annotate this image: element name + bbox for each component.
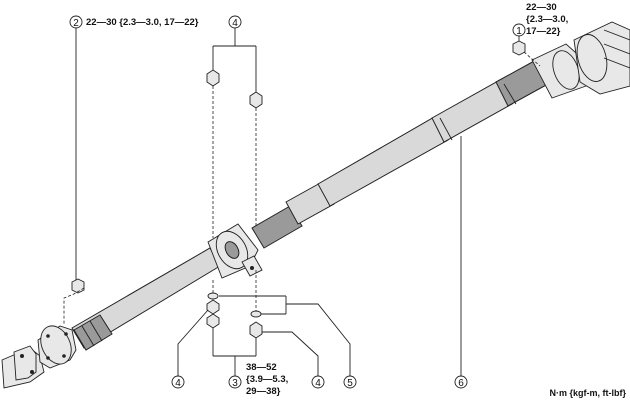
callout-1-torque-line3: 17—22} (526, 26, 561, 37)
callout-2-torque: 22—30 {2.3—3.0, 17—22} (86, 17, 199, 28)
callout-4-top-number: 4 (232, 18, 238, 29)
bearing-bolt-left-icon (206, 69, 220, 87)
callout-3-torque-line2: {3.9—5.3, (246, 374, 288, 385)
rear-nut-icon (71, 278, 85, 294)
bearing-bolt-right-icon (249, 91, 263, 109)
callout-2-number: 2 (73, 18, 79, 29)
nut-right-icon (249, 321, 263, 339)
rear-flange-assembly (1, 325, 77, 389)
callout-1-number: 1 (516, 26, 522, 37)
callout-4-right: 4 (262, 331, 325, 389)
callout-6: 6 (454, 136, 468, 389)
callout-4-left-number: 4 (175, 378, 181, 389)
callout-4-right-number: 4 (315, 378, 321, 389)
callout-1-torque-line2: {2.3—3.0, (526, 14, 568, 25)
nut-left-upper-icon (206, 299, 220, 315)
propeller-shaft-front (71, 247, 221, 351)
callout-3-number: 3 (232, 378, 238, 389)
units-label: N·m {kgf-m, ft-lbf} (550, 388, 627, 398)
callout-3-torque-line3: 29—38} (246, 386, 281, 397)
washer-left-icon (207, 292, 219, 300)
callout-3-badge (228, 375, 242, 389)
callout-4-left-badge (171, 375, 185, 389)
callout-5-badge (343, 375, 357, 389)
callout-4-left: 4 (171, 309, 209, 389)
callout-4-top: 4 (206, 15, 263, 238)
callout-3: 3 38—52 {3.9—5.3, 29—38} (212, 328, 288, 397)
lower-fasteners (206, 270, 263, 339)
callout-6-number: 6 (458, 378, 464, 389)
nut-left-lower-icon (206, 313, 220, 329)
callout-3-torque-line1: 38—52 (246, 362, 277, 373)
callout-6-badge (454, 375, 468, 389)
callout-1-torque-line1: 22—30 (526, 2, 557, 13)
callout-5: 5 (219, 295, 357, 389)
callout-2: 2 22—30 {2.3—3.0, 17—22} (63, 15, 199, 324)
washer-right-icon (250, 310, 262, 318)
front-flange-assembly (531, 21, 630, 99)
callout-4-right-badge (311, 375, 325, 389)
flange-nut-icon (512, 40, 526, 56)
callout-5-number: 5 (347, 378, 353, 389)
callout-1: 1 22—30 {2.3—3.0, 17—22} (512, 2, 568, 67)
propeller-shaft-rear (251, 59, 549, 249)
center-bearing (207, 223, 263, 279)
